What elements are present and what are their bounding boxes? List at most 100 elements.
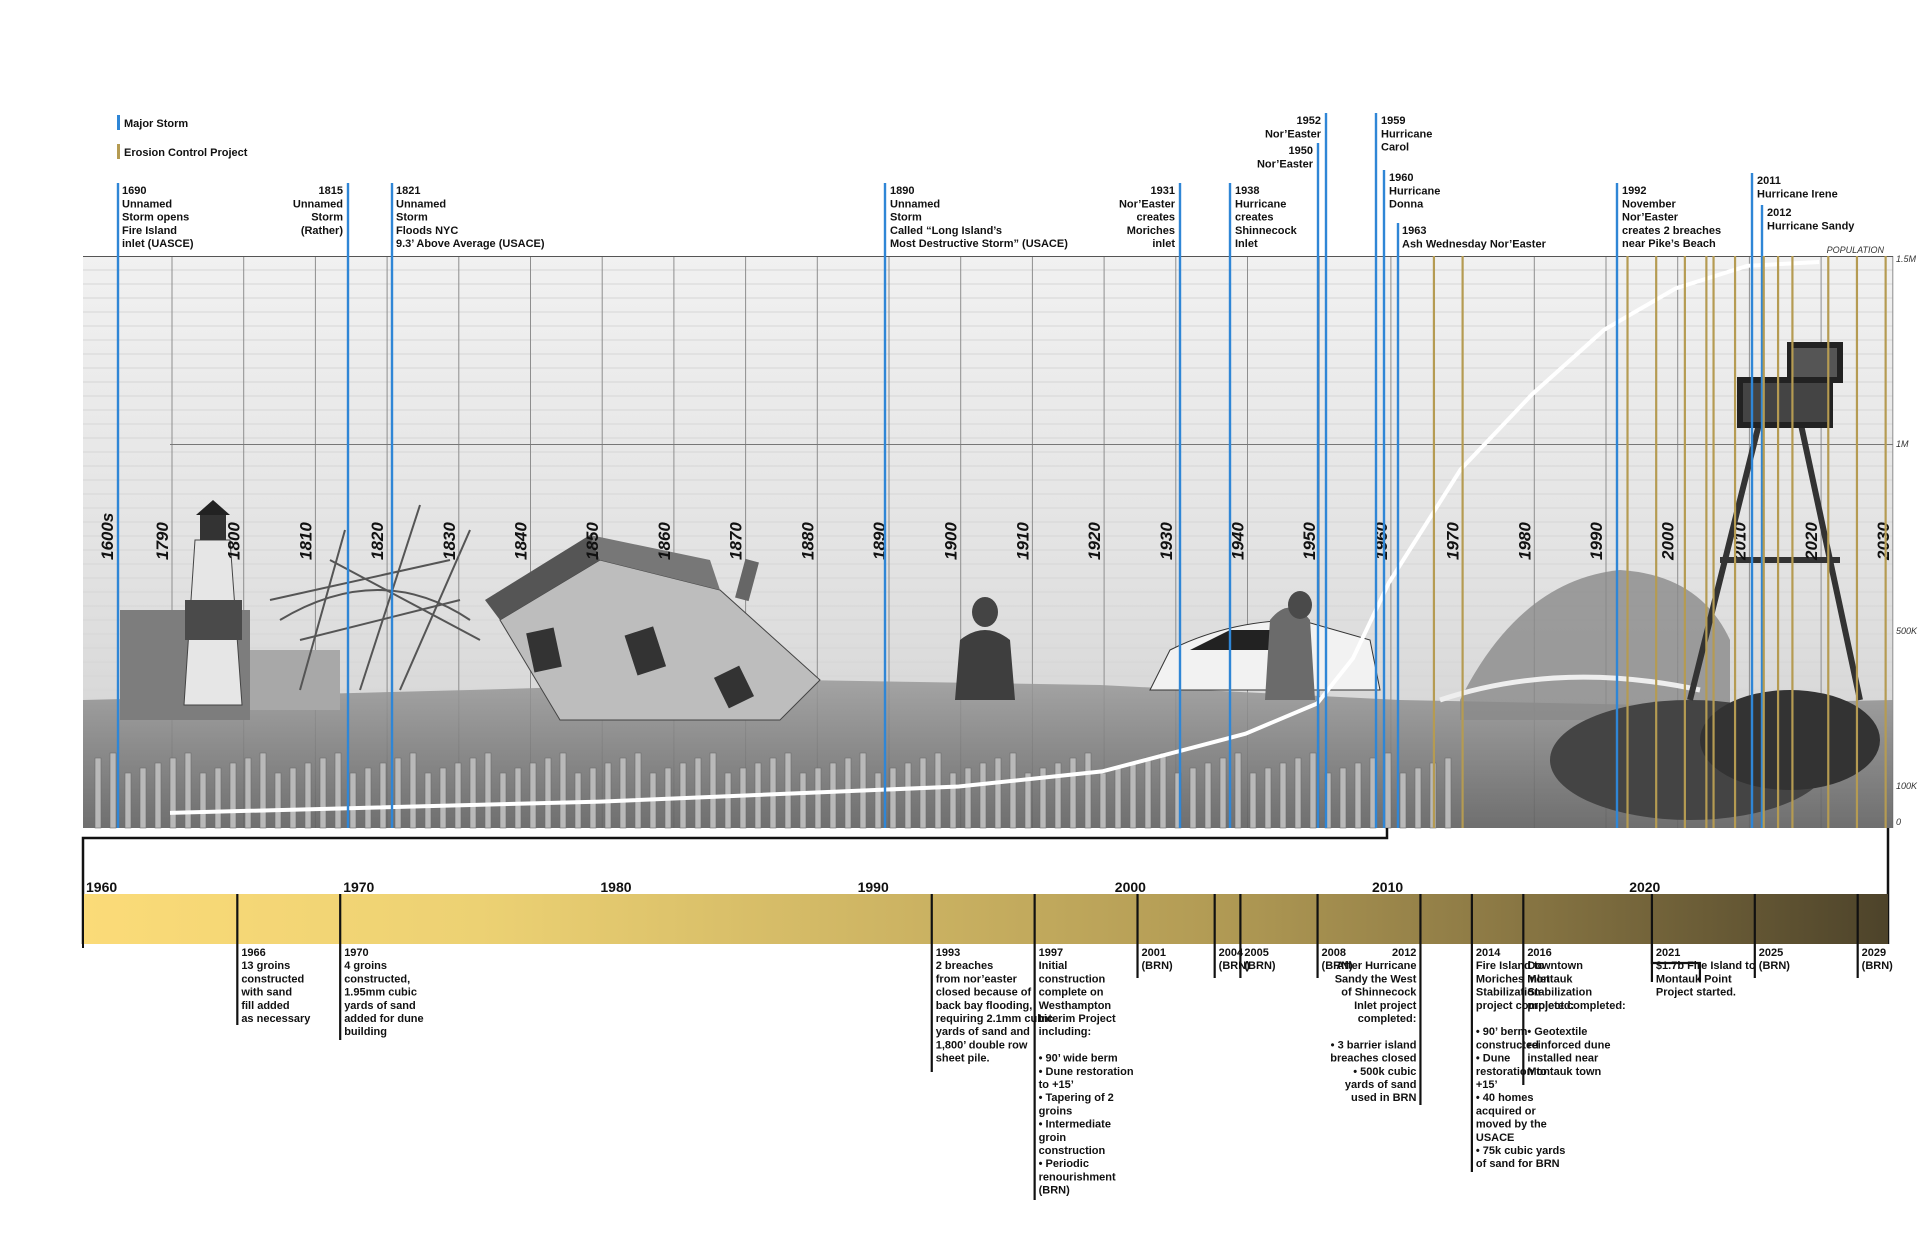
fence-slat [1085, 753, 1091, 828]
fence-slat [530, 763, 536, 828]
storm-event-text: Unnamed [293, 198, 343, 210]
storm-event-text: Ash Wednesday Nor’Easter [1402, 238, 1547, 250]
fence-slat [890, 768, 896, 828]
storm-event-text: 1960 [1389, 172, 1413, 184]
fence-slat [1055, 763, 1061, 828]
decade-label: 1960 [1372, 522, 1391, 560]
fence-slat [1280, 763, 1286, 828]
project-text: • Periodic [1039, 1158, 1089, 1170]
fence-slat [1445, 758, 1451, 828]
fence-slat [380, 763, 386, 828]
fence-slat [1235, 753, 1241, 828]
storm-event-text: creates [1136, 212, 1175, 224]
project-text: groins [1039, 1105, 1073, 1117]
project-text: 2001 [1142, 947, 1166, 959]
project-text: of sand for BRN [1476, 1158, 1560, 1170]
project-text: 2012 [1392, 947, 1416, 959]
project-text: (BRN) [1039, 1185, 1070, 1197]
project-text: yards of sand and [936, 1026, 1030, 1038]
fence-slat [725, 773, 731, 828]
project-text: renourishment [1039, 1171, 1116, 1183]
project-text: from nor’easter [936, 973, 1018, 985]
storm-event-text: Storm [396, 212, 428, 224]
project-text: • 40 homes [1476, 1092, 1534, 1104]
storm-event-text: inlet (UASCE) [122, 238, 194, 250]
fence-slat [365, 768, 371, 828]
fence-slat [455, 763, 461, 828]
fence-slat [965, 768, 971, 828]
fence-slat [1220, 758, 1226, 828]
decade-label: 1910 [1013, 522, 1032, 560]
fence-slat [875, 773, 881, 828]
fence-slat [1160, 753, 1166, 828]
decade-label: 1980 [1515, 522, 1534, 560]
storm-event-text: Hurricane [1389, 185, 1440, 197]
project-text: acquired or [1476, 1105, 1537, 1117]
project-text: After Hurricane [1336, 960, 1416, 972]
project-text: 1970 [344, 947, 368, 959]
fence-slat [1250, 773, 1256, 828]
storm-event-text: Floods NYC [396, 225, 458, 237]
decade-label: 1820 [368, 522, 387, 560]
fence-slat [140, 768, 146, 828]
project-text: 13 groins [241, 960, 290, 972]
storm-event-text: Fire Island [122, 225, 177, 237]
fence-slat [320, 758, 326, 828]
legend: Major Storm Erosion Control Project [117, 115, 248, 159]
fence-slat [830, 763, 836, 828]
project-text: yards of sand [1345, 1079, 1417, 1091]
project-text: fill added [241, 1000, 289, 1012]
storm-event-text: November [1622, 198, 1677, 210]
storm-event-text: Storm [311, 212, 343, 224]
storm-event-text: 1690 [122, 185, 146, 197]
project-text: Montauk town [1527, 1066, 1601, 1078]
project-text: with sand [240, 987, 292, 999]
storm-event-text: Hurricane Sandy [1767, 220, 1855, 232]
fence-slat [740, 768, 746, 828]
storm-event-text: 1992 [1622, 185, 1646, 197]
decade-label: 1790 [153, 522, 172, 560]
project-text: sheet pile. [936, 1053, 990, 1065]
fence-slat [800, 773, 806, 828]
fence-slat [500, 773, 506, 828]
storm-event-text: 1931 [1151, 185, 1175, 197]
project-text: Initial [1039, 960, 1068, 972]
project-text: construction [1039, 1145, 1106, 1157]
legend-storm-label: Major Storm [124, 118, 188, 130]
storm-event-text: creates 2 breaches [1622, 225, 1721, 237]
fence-slat [1145, 758, 1151, 828]
project-text: • Intermediate [1039, 1119, 1111, 1131]
project-text: • Geotextile [1527, 1026, 1587, 1038]
storm-event-text: creates [1235, 212, 1274, 224]
storm-event-text: Moriches [1127, 225, 1175, 237]
decade-label: 2000 [1659, 522, 1678, 561]
fence-slat [905, 763, 911, 828]
storm-event-text: Unnamed [890, 198, 940, 210]
fence-slat [605, 763, 611, 828]
project-text: as necessary [241, 1013, 311, 1025]
fence-slat [935, 753, 941, 828]
decade-label: 1870 [727, 522, 746, 560]
fence-slat [950, 773, 956, 828]
decade-label: 1840 [512, 522, 531, 560]
fence-slat [620, 758, 626, 828]
project-text: used in BRN [1351, 1092, 1416, 1104]
fence-slat [245, 758, 251, 828]
project-text: added for dune [344, 1013, 423, 1025]
project-text: • 3 barrier island [1331, 1039, 1417, 1051]
project-text: moved by the [1476, 1119, 1547, 1131]
fence-slat [485, 753, 491, 828]
fence-slat [1355, 763, 1361, 828]
project-text: Montauk [1527, 973, 1573, 985]
storm-event-text: Donna [1389, 199, 1424, 211]
project-text: • 75k cubic yards [1476, 1145, 1565, 1157]
decade-label: 1830 [440, 522, 459, 560]
fence-slat [1385, 753, 1391, 828]
population-tick-1-5m: 1.5M [1896, 254, 1917, 264]
legend-erosion-label: Erosion Control Project [124, 147, 248, 159]
project-text: groin [1039, 1132, 1067, 1144]
fence-slat [215, 768, 221, 828]
storm-event-text: Unnamed [396, 198, 446, 210]
storm-event-text: 1821 [396, 185, 420, 197]
storm-event-text: Hurricane Irene [1757, 188, 1838, 200]
